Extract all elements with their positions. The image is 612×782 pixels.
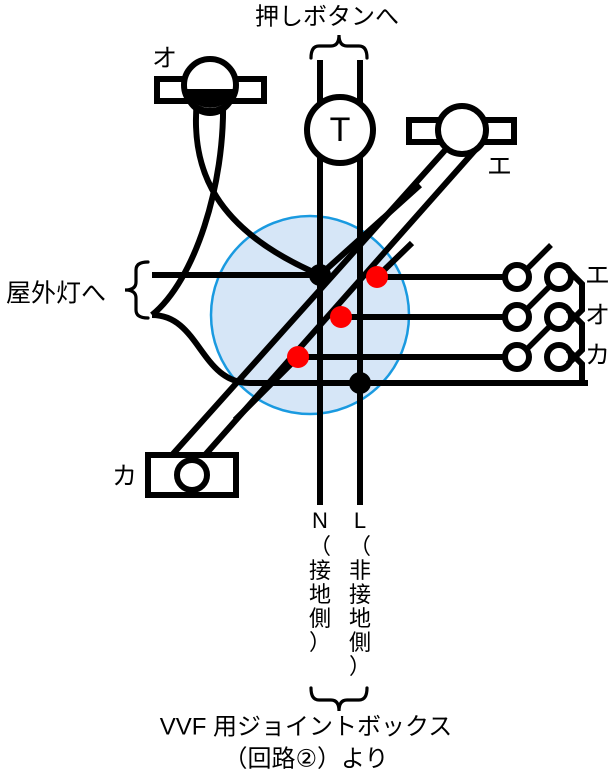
caption-line-2: （回路②）より: [223, 745, 388, 772]
light-o-label: オ: [152, 45, 177, 73]
switch-contact-e-left[interactable]: [502, 262, 532, 292]
ring-sleeve-red-2: [330, 306, 352, 328]
light-e-circle: [435, 103, 489, 157]
light-ka-label: カ: [112, 463, 137, 491]
wire-o-left: [192, 99, 322, 278]
light-e-label: エ: [487, 153, 512, 181]
push-button-label: 押しボタンへ: [255, 3, 399, 30]
line-sub-char-1: 非: [349, 558, 371, 583]
switch-lever-e: [525, 243, 553, 271]
transformer-circle: [304, 94, 376, 166]
switch-label-o: オ: [585, 302, 610, 330]
line-label: L: [354, 508, 366, 533]
outdoor-light-brace: [124, 260, 150, 320]
neutral-label: N: [312, 508, 328, 533]
bottom-brace: [309, 686, 369, 712]
neutral-sub-char-0: （: [309, 534, 331, 559]
light-symbol-o: [154, 56, 267, 116]
light-symbol-e: [406, 103, 517, 157]
switch-label-ka: カ: [585, 342, 610, 370]
line-sub-label: （ 非 接 地 側 ）: [349, 534, 371, 679]
neutral-sub-label: （ 接 地 側 ）: [309, 534, 331, 655]
caption-line-1: VVF 用ジョイントボックス: [160, 713, 453, 740]
light-symbol-ka: [145, 452, 239, 498]
switch-contact-ka-left[interactable]: [502, 342, 532, 372]
ring-sleeve-red-3: [287, 346, 309, 368]
neutral-sub-char-3: 側: [309, 606, 331, 631]
switch-link-ka-bottom: [565, 347, 585, 383]
line-sub-char-5: ）: [349, 654, 371, 679]
line-sub-char-0: （: [349, 534, 371, 559]
neutral-sub-char-2: 地: [309, 582, 331, 607]
switch-contact-ka-right[interactable]: [544, 342, 574, 372]
wire-junction-diagonal-up: [317, 182, 423, 278]
switch-lever-o: [525, 283, 553, 311]
wire-outdoor-light-lower: [151, 312, 360, 386]
line-sub-char-4: 側: [349, 630, 371, 655]
push-button-brace: [309, 34, 369, 60]
ring-sleeve-black-2: [349, 372, 371, 394]
neutral-sub-char-4: ）: [309, 630, 331, 655]
line-sub-char-2: 接: [349, 582, 371, 607]
light-ka-circle: [174, 457, 210, 493]
line-sub-char-3: 地: [349, 606, 371, 631]
switch-lever-ka: [525, 323, 553, 351]
switch-label-e: エ: [585, 262, 610, 290]
ring-sleeve-black-1: [309, 264, 331, 286]
light-o-filled-half-2: [185, 89, 235, 108]
switch-contact-o-left[interactable]: [502, 302, 532, 332]
ring-sleeve-red-1: [366, 266, 388, 288]
wire-o-right: [150, 99, 227, 318]
transformer-label: T: [330, 111, 351, 149]
outdoor-light-label: 屋外灯へ: [6, 280, 106, 308]
neutral-sub-char-1: 接: [309, 558, 331, 583]
wire-red3-stub: [232, 354, 301, 423]
